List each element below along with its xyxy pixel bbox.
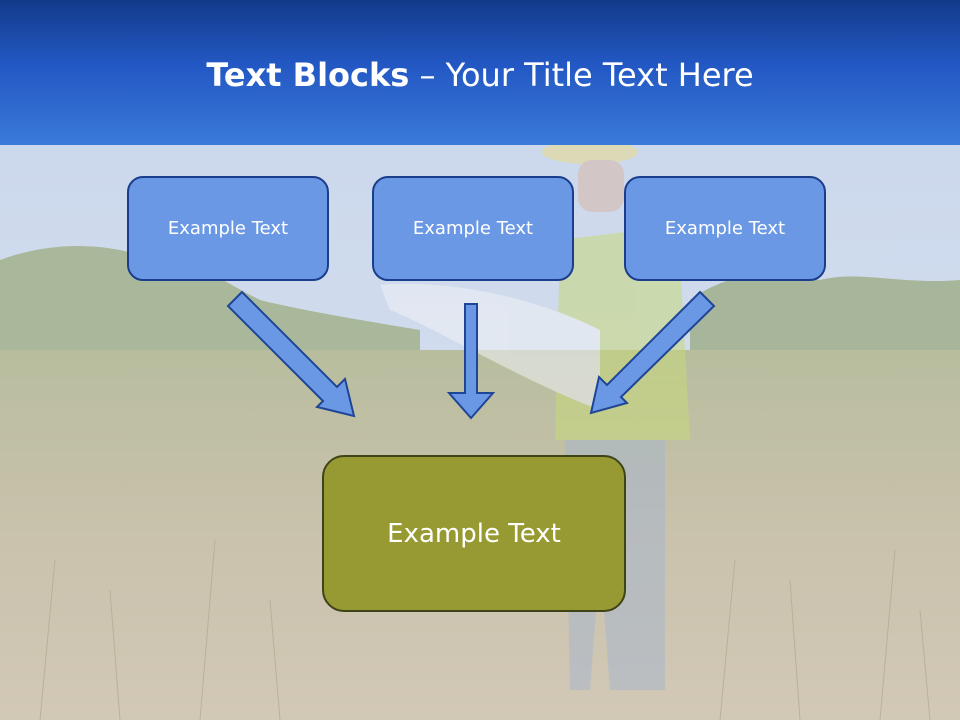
title-bold: Text Blocks xyxy=(206,56,410,94)
slide-title: Text Blocks – Your Title Text Here xyxy=(0,55,960,95)
arrow-center xyxy=(446,303,496,420)
top-box-right-label: Example Text xyxy=(664,218,786,239)
bottom-box-label: Example Text xyxy=(387,518,561,549)
top-box-right: Example Text xyxy=(624,176,826,281)
title-rest: – Your Title Text Here xyxy=(409,56,754,94)
arrow-right xyxy=(589,290,716,415)
top-box-center-label: Example Text xyxy=(412,218,534,239)
bottom-box: Example Text xyxy=(322,455,626,612)
top-box-left-label: Example Text xyxy=(167,218,289,239)
arrow-left xyxy=(226,290,356,418)
top-box-center: Example Text xyxy=(372,176,574,281)
title-bar: Text Blocks – Your Title Text Here xyxy=(0,0,960,145)
top-box-left: Example Text xyxy=(127,176,329,281)
